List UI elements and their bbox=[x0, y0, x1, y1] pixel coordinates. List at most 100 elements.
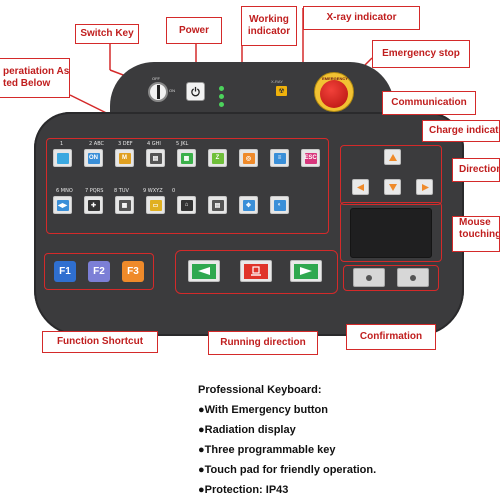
up-arrow-icon bbox=[388, 153, 397, 161]
callout-direction: Direction bbox=[452, 158, 500, 182]
run-left-key[interactable] bbox=[188, 260, 220, 282]
key-glyph-icon: ESC bbox=[304, 152, 317, 164]
row2-key-5[interactable]: ⌂ bbox=[177, 196, 196, 214]
row1-key-1[interactable] bbox=[53, 149, 72, 167]
keypad-panel bbox=[46, 138, 329, 234]
callout-operation-line1: peratiation As bbox=[3, 66, 70, 77]
callout-operation: peratiation As ted Below bbox=[0, 58, 70, 98]
key-label: 3 DEF bbox=[118, 141, 133, 147]
direction-left-key[interactable] bbox=[352, 179, 369, 195]
key-glyph-icon: ▭ bbox=[149, 199, 162, 211]
key-glyph-icon bbox=[56, 152, 69, 164]
run-right-key[interactable] bbox=[290, 260, 322, 282]
row1-key-5[interactable]: ▦ bbox=[177, 149, 196, 167]
key-glyph-icon: ≡ bbox=[273, 152, 286, 164]
confirmation-panel bbox=[343, 265, 439, 291]
switch-off-label: OFF bbox=[152, 76, 160, 81]
key-label: 6 MNO bbox=[56, 188, 73, 194]
right-arrow-icon bbox=[300, 267, 312, 275]
emergency-stop-label: EMERGENCY bbox=[322, 76, 348, 81]
feature-item: ●Three programmable key bbox=[198, 444, 336, 456]
down-arrow-icon bbox=[388, 183, 397, 191]
switch-on-label: ON bbox=[169, 88, 175, 93]
emergency-stop-button[interactable] bbox=[320, 80, 348, 108]
callout-switch-key: Switch Key bbox=[75, 24, 139, 44]
callout-running-direction: Running direction bbox=[208, 331, 318, 355]
key-glyph-icon: Z bbox=[211, 152, 224, 164]
f2-key[interactable]: F2 bbox=[88, 261, 110, 282]
stop-icon bbox=[251, 266, 261, 276]
key-glyph-icon: ▦ bbox=[118, 199, 131, 211]
run-stop-key[interactable] bbox=[240, 260, 272, 282]
switch-key-dial[interactable] bbox=[148, 82, 168, 102]
row1-key-4[interactable]: ▤ bbox=[146, 149, 165, 167]
key-label: 8 TUV bbox=[114, 188, 129, 194]
f1-key[interactable]: F1 bbox=[54, 261, 76, 282]
row1-key-6[interactable]: Z bbox=[208, 149, 227, 167]
power-icon bbox=[191, 86, 200, 97]
key-glyph-icon: ON bbox=[87, 152, 100, 164]
key-label: 2 ABC bbox=[89, 141, 105, 147]
row2-key-2[interactable]: ✚ bbox=[84, 196, 103, 214]
row2-key-4[interactable]: ▭ bbox=[146, 196, 165, 214]
row2-key-6[interactable]: ▤ bbox=[208, 196, 227, 214]
key-label: 0 bbox=[172, 188, 176, 194]
callout-mouse-line1: Mouse bbox=[459, 217, 491, 228]
callout-power: Power bbox=[166, 17, 222, 44]
f3-key[interactable]: F3 bbox=[122, 261, 144, 282]
callout-communication: Communication bbox=[382, 91, 476, 115]
callout-emergency-stop: Emergency stop bbox=[372, 40, 470, 68]
communication-led bbox=[219, 94, 224, 99]
row1-key-3[interactable]: M bbox=[115, 149, 134, 167]
key-label: 7 PQRS bbox=[85, 188, 104, 194]
confirm-left-button[interactable] bbox=[353, 268, 385, 287]
direction-panel bbox=[340, 145, 442, 205]
callout-mouse-line2: touching bbox=[459, 229, 500, 240]
power-button[interactable] bbox=[186, 82, 205, 101]
key-glyph-icon: ▦ bbox=[180, 152, 193, 164]
row2-key-7[interactable]: ✥ bbox=[239, 196, 258, 214]
callout-xray-indicator: X-ray indicator bbox=[303, 6, 420, 30]
key-label: 5 JKL bbox=[176, 141, 189, 147]
direction-right-key[interactable] bbox=[416, 179, 433, 195]
row1-key-2[interactable]: ON bbox=[84, 149, 103, 167]
direction-down-key[interactable] bbox=[384, 179, 401, 195]
row2-key-1[interactable]: ◀▶ bbox=[53, 196, 72, 214]
row1-key-7[interactable]: ◎ bbox=[239, 149, 258, 167]
key-glyph-icon: M bbox=[118, 152, 131, 164]
touchpad[interactable] bbox=[350, 208, 432, 258]
key-glyph-icon: ◎ bbox=[242, 152, 255, 164]
confirm-right-button[interactable] bbox=[397, 268, 429, 287]
charge-indicator-led bbox=[219, 102, 224, 107]
left-arrow-icon bbox=[356, 183, 364, 191]
row2-key-3[interactable]: ▦ bbox=[115, 196, 134, 214]
callout-operation-line2: ted Below bbox=[3, 78, 51, 89]
button-dot bbox=[410, 274, 416, 281]
feature-item: ●With Emergency button bbox=[198, 404, 328, 416]
key-label: 1 bbox=[60, 141, 64, 147]
right-arrow-icon bbox=[421, 183, 429, 191]
row1-key-9[interactable]: ESC bbox=[301, 149, 320, 167]
feature-item: ●Touch pad for friendly operation. bbox=[198, 464, 377, 476]
callout-working-indicator: Working indicator bbox=[241, 6, 297, 46]
row1-key-8[interactable]: ≡ bbox=[270, 149, 289, 167]
feature-item: ●Protection: IP43 bbox=[198, 484, 289, 496]
callout-charge-indicator: Charge indicator bbox=[422, 120, 500, 142]
callout-mouse-touching: Mouse touching bbox=[452, 216, 500, 252]
touchpad-panel bbox=[340, 202, 442, 262]
feature-item: ●Radiation display bbox=[198, 424, 296, 436]
key-glyph-icon: ▤ bbox=[149, 152, 162, 164]
left-arrow-icon bbox=[198, 267, 210, 275]
key-label: 9 WXYZ bbox=[143, 188, 163, 194]
key-glyph-icon: ✚ bbox=[87, 199, 100, 211]
key-glyph-icon: ▤ bbox=[211, 199, 224, 211]
row2-key-8[interactable]: ◐ bbox=[270, 196, 289, 214]
key-glyph-icon: ◀▶ bbox=[56, 199, 69, 211]
key-glyph-icon: ✥ bbox=[242, 199, 255, 211]
features-title: Professional Keyboard: bbox=[198, 384, 322, 396]
key-glyph-icon: ◐ bbox=[273, 199, 286, 211]
key-label: 4 GHI bbox=[147, 141, 161, 147]
radiation-icon: ☢ bbox=[276, 86, 287, 96]
direction-up-key[interactable] bbox=[384, 149, 401, 165]
